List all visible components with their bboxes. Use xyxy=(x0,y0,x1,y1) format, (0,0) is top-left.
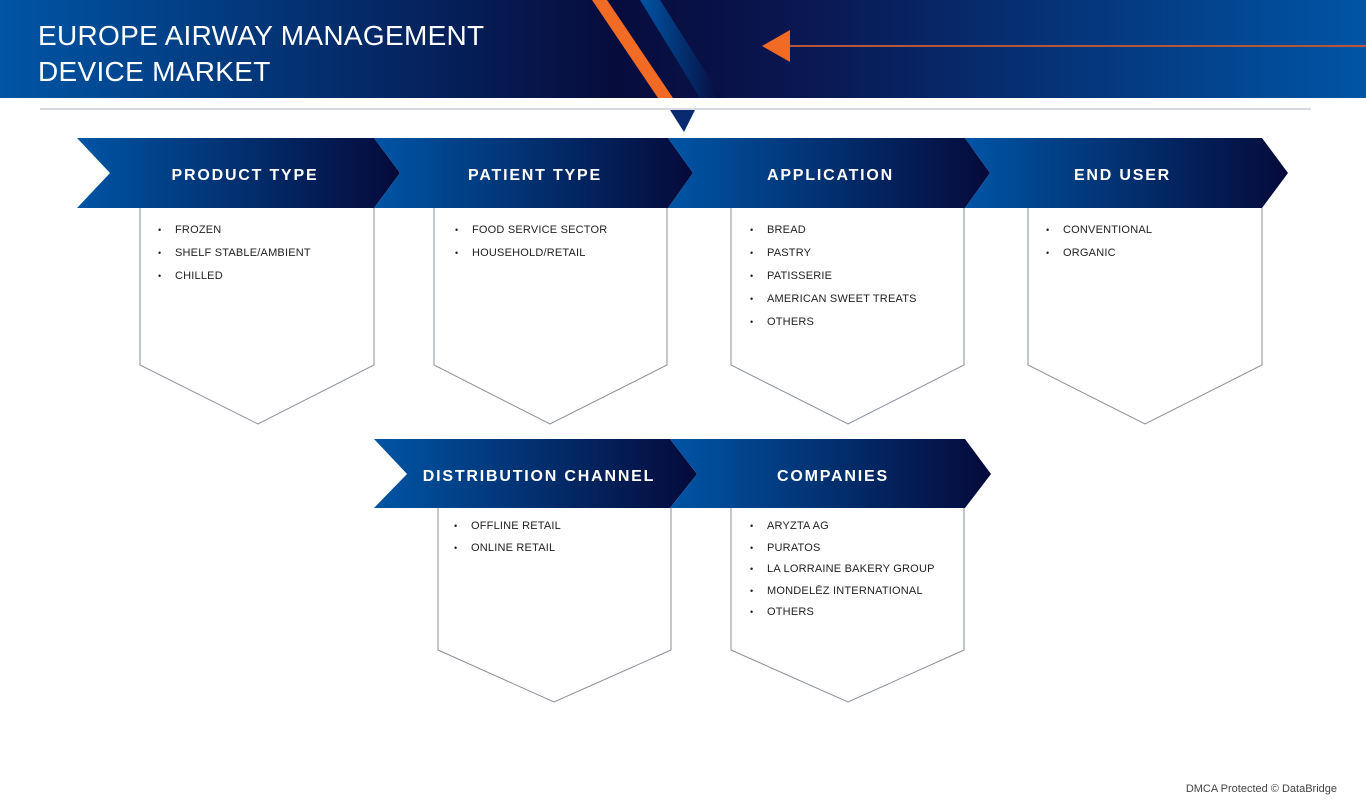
list-item: • CHILLED xyxy=(158,269,311,292)
list-item-text: OTHERS xyxy=(767,316,815,328)
segment-label: PATIENT TYPE xyxy=(468,167,602,184)
title-line-2: DEVICE MARKET xyxy=(38,56,271,87)
bullet-icon: • xyxy=(454,542,458,553)
header-banner xyxy=(0,0,1366,98)
box-product-type xyxy=(139,208,375,425)
list-item: • PATISSERIE xyxy=(750,269,917,292)
list-item-text: SHELF STABLE/AMBIENT xyxy=(175,247,311,259)
bullet-icon: • xyxy=(454,521,458,531)
segment-label: PRODUCT TYPE xyxy=(171,167,319,184)
list-item: • HOUSEHOLD/RETAIL xyxy=(455,246,607,269)
bullet-icon: • xyxy=(455,225,459,235)
list-item: • OTHERS xyxy=(750,605,935,627)
segment-list: • CONVENTIONAL • ORGANIC xyxy=(1046,223,1152,269)
list-item-text: LA LORRAINE BAKERY GROUP xyxy=(767,563,935,575)
segment-label: DISTRIBUTION CHANNEL xyxy=(422,468,656,485)
segment-label: END USER xyxy=(1073,167,1172,184)
list-item-text: ARYZTA AG xyxy=(767,520,829,532)
list-item-text: PURATOS xyxy=(767,541,821,554)
bullet-icon: • xyxy=(1046,248,1050,258)
list-item: • LA LORRAINE BAKERY GROUP xyxy=(750,562,935,584)
list-item-text: CONVENTIONAL xyxy=(1063,224,1153,236)
list-item: • FOOD SERVICE SECTOR xyxy=(455,223,607,246)
segment-list: • ARYZTA AG • PURATOS • LA LORRAINE BAKERY GR… xyxy=(750,519,935,627)
list-item: • ONLINE RETAIL xyxy=(454,541,561,563)
list-item-text: OTHERS xyxy=(767,606,815,618)
box-application xyxy=(730,208,965,425)
box-companies xyxy=(730,508,965,703)
list-item-text: HOUSEHOLD/RETAIL xyxy=(472,247,586,259)
bullet-icon: • xyxy=(158,248,162,258)
bullet-icon: • xyxy=(750,294,754,304)
chevron-companies xyxy=(670,439,991,508)
list-item: • OTHERS xyxy=(750,315,917,338)
orange-stripe xyxy=(592,0,673,98)
list-item-text: CHILLED xyxy=(175,270,223,282)
list-item: • SHELF STABLE/AMBIENT xyxy=(158,246,311,269)
bullet-icon: • xyxy=(750,521,754,531)
list-item: • AMERICAN SWEET TREATS xyxy=(750,292,917,315)
arrow-left-icon xyxy=(762,30,790,62)
list-item-text: OFFLINE RETAIL xyxy=(471,520,561,532)
chevron-distribution-channel xyxy=(374,439,697,508)
footer-copyright: DMCA Protected © DataBridge xyxy=(1185,783,1337,795)
list-item: • PASTRY xyxy=(750,246,917,269)
bullet-icon: • xyxy=(750,225,754,235)
chevron-product-type xyxy=(77,138,400,208)
list-item: • ORGANIC xyxy=(1046,246,1152,269)
bullet-icon: • xyxy=(750,542,754,553)
bullet-icon: • xyxy=(750,585,754,596)
list-item: • MONDELĒZ INTERNATIONAL xyxy=(750,584,935,606)
blue-stripe xyxy=(640,0,722,98)
list-item: • PURATOS xyxy=(750,541,935,563)
title-line-1: EUROPE AIRWAY MANAGEMENT xyxy=(38,20,485,51)
box-patient-type xyxy=(433,208,668,425)
bullet-icon: • xyxy=(750,317,754,327)
bullet-icon: • xyxy=(750,271,754,281)
bullet-icon: • xyxy=(750,564,754,574)
bullet-icon: • xyxy=(750,607,754,617)
segment-label: APPLICATION xyxy=(766,167,895,184)
down-pointer-icon xyxy=(670,110,695,132)
segment-list: • OFFLINE RETAIL • ONLINE RETAIL xyxy=(454,519,561,562)
list-item: • CONVENTIONAL xyxy=(1046,223,1152,246)
box-end-user xyxy=(1027,208,1263,425)
list-item-text: AMERICAN SWEET TREATS xyxy=(767,293,917,305)
bullet-icon: • xyxy=(1046,225,1050,235)
segment-list: • BREAD • PASTRY • PATISSERIE • AMERICAN SWEET … xyxy=(750,223,917,338)
list-item-text: BREAD xyxy=(767,224,806,236)
bullet-icon: • xyxy=(158,225,162,235)
page-title: EUROPE AIRWAY MANAGEMENT DEVICE MARKET xyxy=(38,18,484,90)
chevron-application xyxy=(668,138,990,208)
bullet-icon: • xyxy=(455,248,459,258)
list-item: • FROZEN xyxy=(158,223,311,246)
list-item-text: PATISSERIE xyxy=(767,270,833,282)
list-item: • OFFLINE RETAIL xyxy=(454,519,561,541)
list-item-text: ONLINE RETAIL xyxy=(471,541,556,554)
list-item-text: FOOD SERVICE SECTOR xyxy=(472,224,608,236)
chevron-patient-type xyxy=(374,138,693,208)
segment-list: • FROZEN • SHELF STABLE/AMBIENT • CHILLED xyxy=(158,223,311,292)
list-item-text: ORGANIC xyxy=(1063,247,1116,259)
segment-label: COMPANIES xyxy=(777,468,889,485)
chevron-end-user xyxy=(965,138,1288,208)
list-item-text: PASTRY xyxy=(767,247,812,259)
list-item: • ARYZTA AG xyxy=(750,519,935,541)
segment-list: • FOOD SERVICE SECTOR • HOUSEHOLD/RETAIL xyxy=(455,223,607,269)
box-distribution-channel xyxy=(437,508,672,703)
list-item-text: FROZEN xyxy=(175,224,222,236)
bullet-icon: • xyxy=(158,271,162,281)
bullet-icon: • xyxy=(750,248,754,258)
list-item-text: MONDELĒZ INTERNATIONAL xyxy=(767,584,923,597)
list-item: • BREAD xyxy=(750,223,917,246)
